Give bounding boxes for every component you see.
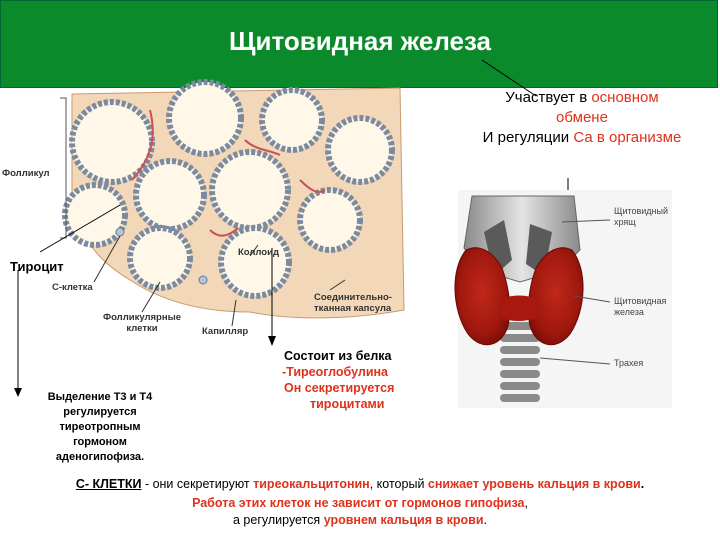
label-thyroid-gland-line1: Щитовидная xyxy=(614,296,667,306)
label-thyroid-cartilage: Щитовидный хрящ xyxy=(614,206,668,228)
colloid-note-line1: Состоит из белка xyxy=(284,349,392,363)
regulation-note-line3: тиреотропным xyxy=(59,421,141,433)
function-line1-highlight: основном обмене xyxy=(556,89,659,126)
label-thyroid-cartilage-line1: Щитовидный xyxy=(614,206,669,216)
regulation-note-line5: аденогипофиза. xyxy=(55,451,145,463)
bottom-l3-period: . xyxy=(483,513,487,527)
label-capillary: Капилляр xyxy=(202,326,249,337)
colloid-note-line3: Он секретируется xyxy=(284,381,395,395)
label-thyroid-gland: Щитовидная железа xyxy=(614,296,666,318)
regulation-note-line2: регулируется xyxy=(63,406,137,418)
bottom-l1-period: . xyxy=(640,477,645,491)
pituitary-independence: Работа этих клеток не зависит от гормоно… xyxy=(192,496,525,510)
bottom-l3-text: а регулируется xyxy=(233,513,324,527)
bottom-note-line2: Работа этих клеток не зависит от гормоно… xyxy=(0,496,720,510)
bottom-l2-comma: , xyxy=(524,496,528,510)
label-follicular-cells-line2: клетки xyxy=(126,323,158,334)
bottom-note-line3: а регулируется уровнем кальция в крови. xyxy=(0,513,720,527)
label-follicular-cells: Фолликулярные клетки xyxy=(96,312,188,334)
label-thyroid-gland-line2: железа xyxy=(614,307,644,317)
label-capsule-line1: Соединительно- xyxy=(314,292,392,303)
page-title: Щитовидная железа xyxy=(228,26,491,56)
label-follicular-cells-line1: Фолликулярные xyxy=(102,312,181,323)
label-c-cell: С-клетка xyxy=(52,282,93,293)
label-capsule: Соединительно- тканная капсула xyxy=(314,292,392,314)
label-trachea: Трахея xyxy=(614,358,644,368)
label-thyrocyte: Тироцит xyxy=(10,259,64,274)
bottom-l1-text2: , который xyxy=(369,477,428,491)
function-line1-prefix: Участвует в xyxy=(505,89,592,106)
label-colloid: Коллоид xyxy=(238,247,279,258)
calcium-regulation: уровнем кальция в крови xyxy=(323,513,484,527)
thyrocalcitonin-term: тиреокальцитонин xyxy=(253,477,370,491)
function-text: Участвует в основном обмене И регуляции … xyxy=(482,88,682,148)
bottom-note-line1: С- КЛЕТКИ - они секретируют тиреокальцит… xyxy=(0,477,720,491)
title-banner xyxy=(0,0,718,88)
bottom-l1-text: - они секретируют xyxy=(141,477,254,491)
label-thyroid-cartilage-line2: хрящ xyxy=(614,217,636,227)
colloid-note: Состоит из белка -Тиреоглобулина Он секр… xyxy=(282,348,424,412)
function-line2-highlight: Са в организме xyxy=(573,129,682,146)
regulation-note-line1: Выделение Т3 и Т4 xyxy=(47,391,153,403)
colloid-note-line2: -Тиреоглобулина xyxy=(282,365,389,379)
calcium-effect: снижает уровень кальция в крови xyxy=(427,477,641,491)
regulation-note: Выделение Т3 и Т4 регулируется тиреотроп… xyxy=(30,390,170,465)
label-follicle: Фолликул xyxy=(2,168,50,179)
histology-illustration xyxy=(62,79,405,319)
thyroid-anatomy-illustration xyxy=(454,190,672,408)
function-line2-prefix: И регуляции xyxy=(482,129,574,146)
regulation-note-line4: гормоном xyxy=(73,436,127,448)
c-cells-term: С- КЛЕТКИ xyxy=(75,477,142,491)
label-capsule-line2: тканная капсула xyxy=(314,303,392,314)
colloid-note-line4: тироцитами xyxy=(310,397,385,411)
